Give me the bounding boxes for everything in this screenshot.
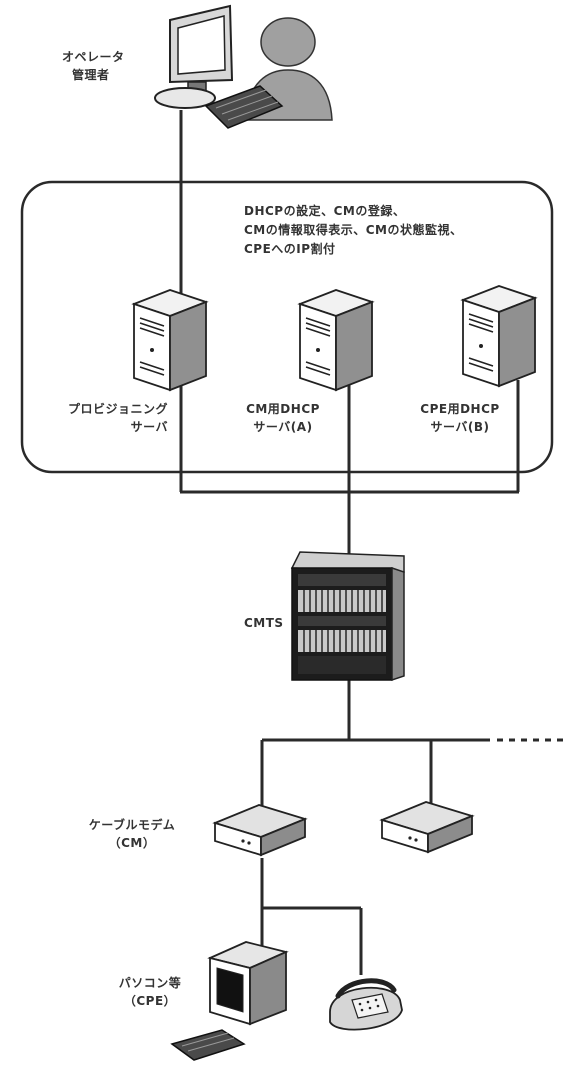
operator-label-line2: 管理者 — [72, 68, 110, 82]
server-label-line2: サーバ(A) — [253, 420, 313, 434]
operator-label: オペレータ 管理者 — [62, 48, 125, 84]
server-label-line2: サーバ(B) — [430, 420, 490, 434]
cable-modem-label: ケーブルモデム （CM） — [68, 816, 196, 852]
cm-dhcp-server-icon — [297, 289, 375, 392]
server-group-frame — [20, 180, 554, 474]
monitor-icon — [154, 4, 234, 109]
cpe-dhcp-server-label: CPE用DHCP サーバ(B) — [400, 400, 520, 436]
provisioning-server-icon — [131, 289, 209, 392]
function-line3: CPEへのIP割付 — [244, 242, 336, 256]
function-description: DHCPの設定、CMの登録、 CMの情報取得表示、CMの状態監視、 CPEへのI… — [244, 202, 463, 259]
server-label-line2: サーバ — [130, 420, 168, 434]
cable-modem-icon — [212, 804, 308, 857]
operator-label-line1: オペレータ — [62, 50, 125, 64]
connection-lines — [179, 110, 520, 975]
cable-modem-icon — [379, 801, 475, 854]
telephone-icon — [329, 978, 403, 1031]
pc-icon — [207, 941, 289, 1026]
modem-label-line1: ケーブルモデム — [88, 818, 176, 832]
provisioning-server-label: プロビジョニング サーバ — [38, 400, 168, 436]
function-line2: CMの情報取得表示、CMの状態監視、 — [244, 223, 463, 237]
pc-label-line1: パソコン等 — [118, 976, 182, 990]
pc-label: パソコン等 （CPE） — [104, 974, 196, 1010]
modem-label-line2: （CM） — [108, 836, 156, 850]
server-label-line1: CPE用DHCP — [420, 402, 500, 416]
keyboard-icon — [204, 85, 284, 129]
server-label-line1: CM用DHCP — [246, 402, 320, 416]
server-label-line1: プロビジョニング — [67, 402, 168, 416]
function-line1: DHCPの設定、CMの登録、 — [244, 204, 406, 218]
cmts-label: CMTS — [244, 616, 284, 630]
pc-label-line2: （CPE） — [123, 994, 177, 1008]
cmts-rack-icon — [290, 551, 405, 682]
cm-dhcp-server-label: CM用DHCP サーバ(A) — [228, 400, 338, 436]
keyboard-icon — [170, 1029, 246, 1061]
cpe-dhcp-server-icon — [460, 285, 538, 388]
